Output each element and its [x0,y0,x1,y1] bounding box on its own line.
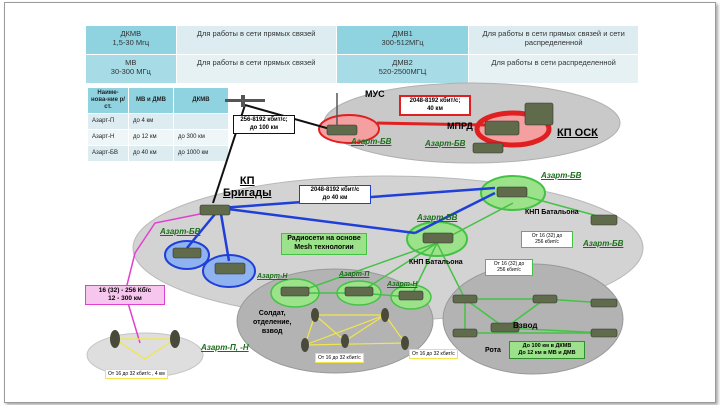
mesh-label: Радиосети на основе Mesh технологии [281,233,367,255]
soldier-line: отделение, [253,319,292,327]
link-line: 256-8192 кбит/с; [240,117,288,123]
osk-link-box: 2048-8192 кбит/с; 40 км [399,95,471,116]
link-line: 256 кбит/с [497,267,521,274]
range-header: Наиме-нова-ние р/ст. [87,87,129,114]
range-header: МВ и ДМВ [128,87,174,114]
knp-top-label: КНП Батальона [525,209,579,216]
range-cell: до 1000 км [173,144,229,162]
link-line: 12 - 300 км [108,295,142,303]
link-line: до 40 км [322,194,348,201]
mesh-line: Mesh технологии [294,243,354,251]
band-use-cell: Для работы в сети распределенной [468,54,639,84]
soldier-line: взвод [261,328,283,336]
azart-pn-link-box: От 16 до 32 кбит/с , 4 км [105,369,168,380]
azart-bv-brig-label: Азарт-БВ [160,227,201,236]
range-row: Азарт-Н до 12 км до 300 км [87,128,229,146]
hf-link-box: 16 (32) - 256 Кб/с 12 - 300 км [85,285,165,306]
link-line: 2048-8192 кбит/с [310,187,360,193]
range-cell: Азарт-Н [87,128,129,146]
azart-bv-osk1-label: Азарт-БВ [351,137,392,146]
hf-magenta-link [124,212,206,344]
brigade-link-box: 2048-8192 кбит/с до 40 км [299,185,371,204]
azart-n1-label: Азарт-Н [257,273,288,280]
soldier-label: Солдат, отделение, взвод [253,309,291,336]
link-line: 40 км [427,105,443,112]
knp-mid-link-box: От 16 (32) до 256 кбит/с [485,259,533,276]
kp-brigady-label: КП Бригады [223,175,271,199]
sold-link-a: От 16 до 32 кбит/с [315,353,364,364]
mesh-line: Радиосети на основе [287,235,361,242]
kp-label: КП [239,175,255,187]
vehicle-icons [172,102,618,338]
rota-link-box: До 100 км в ДКМВ До 12 км в МВ и ДМВ [509,341,585,359]
range-row: Азарт-П до 4 км [87,112,229,130]
link-line: От 16 (32) до [531,233,563,239]
range-cell: Азарт-БВ [87,144,129,162]
sold-link-b: От 16 до 32 кбит/с [409,349,458,360]
kp-osk-label: КП ОСК [557,127,598,139]
vzvod-label: Взвод [513,321,538,330]
knp-right-link-box: От 16 (32) до 256 кбит/с [521,231,573,248]
yellow-soldier-links [114,314,406,360]
azart-n2-label: Азарт-Н [387,281,418,288]
link-line: До 12 км в МВ и ДМВ [518,349,576,356]
link-line: От 16 (32) до [493,261,525,267]
uav-link-box: 256-8192 кбит/с; до 100 км [233,115,295,134]
band-use-cell: Для работы в сети прямых связей [175,25,337,55]
network-diagram [86,82,644,378]
link-line: 2048-8192 кбит/с; [409,98,461,104]
radio-range-table: Наиме-нова-ние р/ст. МВ и ДМВ ДКМВ Азарт… [87,87,229,162]
azart-p-label: Азарт-П [339,271,370,278]
mus-red-link [376,121,486,127]
range-cell: до 300 км [173,128,229,146]
range-header-row: Наиме-нова-ние р/ст. МВ и ДМВ ДКМВ [87,87,229,114]
knp-mid-label: КНП Батальона [409,259,463,266]
azart-bv-right-label: Азарт-БВ [583,239,624,248]
range-header: ДКМВ [173,87,229,114]
band-use-cell: Для работы в сети прямых связей и сети р… [468,25,639,55]
mus-label: МУС [365,89,385,99]
link-line: до 100 км [249,124,279,131]
range-cell: Азарт-П [87,112,129,130]
band-use-cell: Для работы в сети прямых связей [175,54,337,84]
link-line: До 100 км в ДКМВ [522,343,572,349]
rota-label: Рота [485,347,501,354]
azart-bv-knp-mid-label: Азарт-БВ [417,213,458,222]
azart-pn-label: Азарт-П, -Н [201,343,249,352]
azart-bv-osk2-label: Азарт-БВ [425,139,466,148]
link-line: 16 (32) - 256 Кб/с [98,287,152,294]
uav-icon [225,95,265,107]
range-cell: до 4 км [128,112,174,130]
soldier-line: Солдат, [258,310,286,317]
link-line: 256 кбит/с [535,239,559,246]
brigady-label: Бригады [223,187,272,200]
azart-bv-knp-top-label: Азарт-БВ [541,171,582,180]
soldier-icons [110,308,409,352]
mprd-label: МПРД [447,121,473,131]
range-row: Азарт-БВ до 40 км до 1000 км [87,144,229,162]
